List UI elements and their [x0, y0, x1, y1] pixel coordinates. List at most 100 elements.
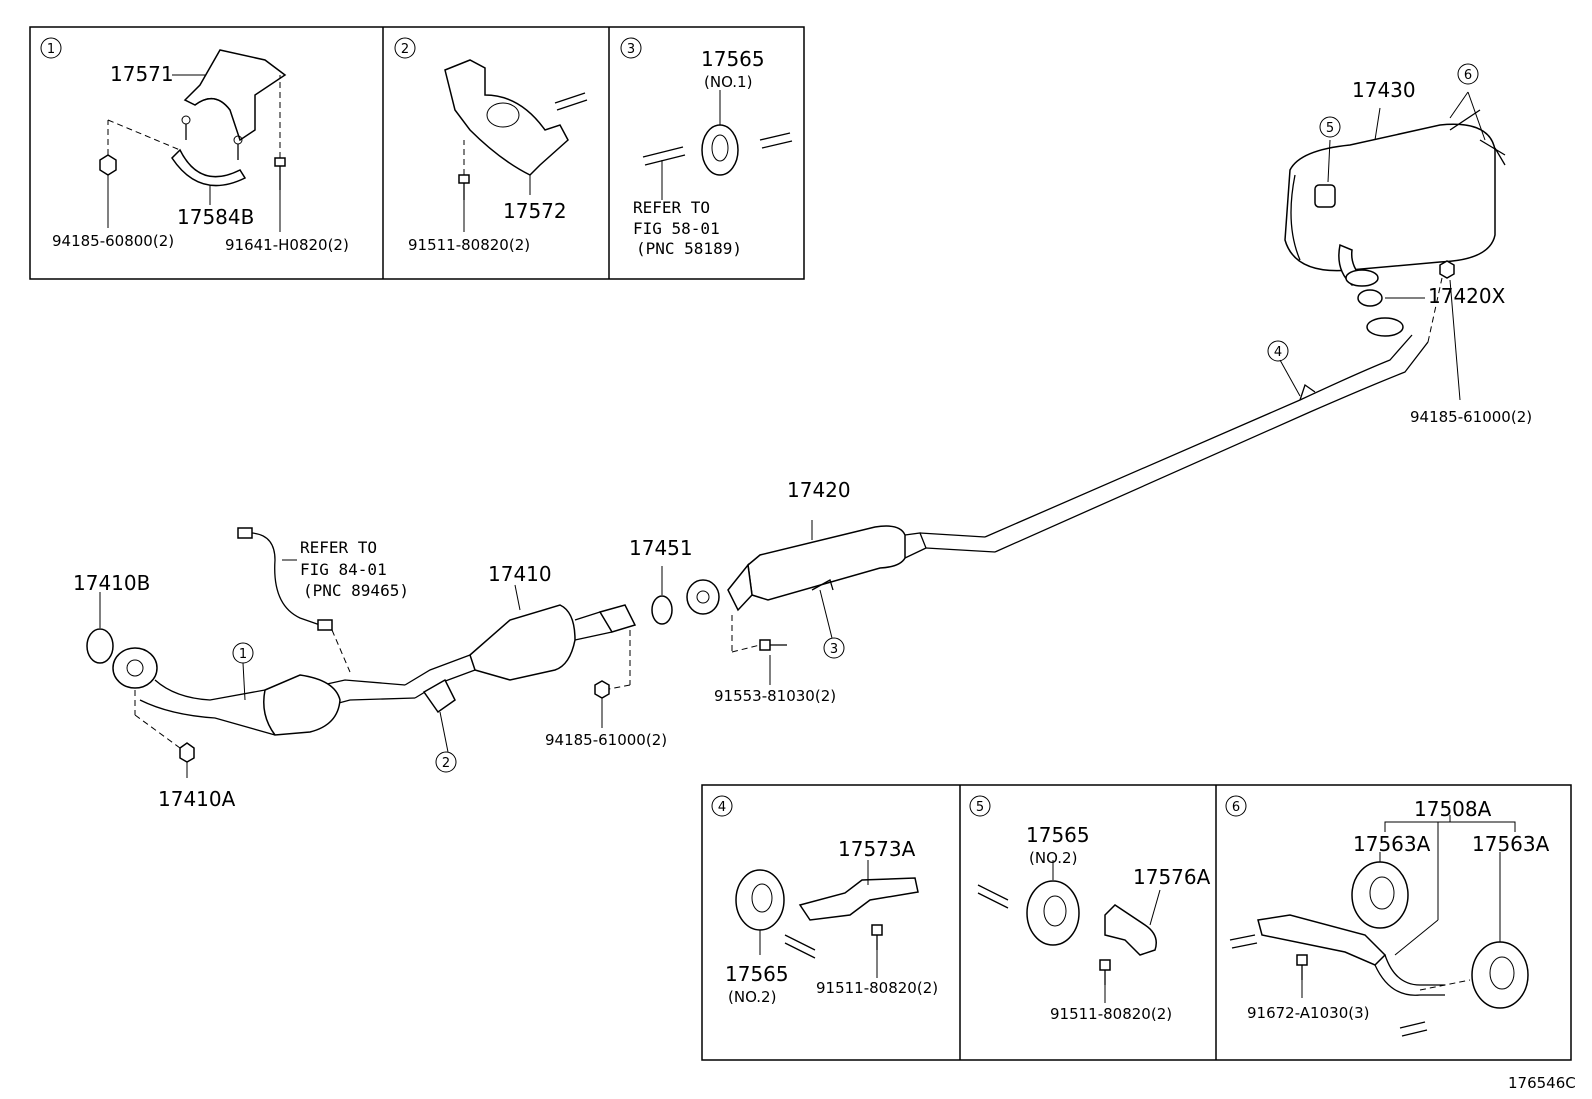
hanger-5 — [1314, 184, 1336, 208]
part-label-17576A: 17576A — [1133, 865, 1211, 889]
inset-frame-top — [29, 26, 805, 280]
clamp-17584B — [171, 148, 247, 187]
part-label-91641-H0820: 91641-H0820(2) — [225, 236, 349, 254]
oxygen-sensor-icon — [317, 619, 333, 631]
callout-label: 6 — [1464, 68, 1472, 83]
part-label-91553-81030: 91553-81030(2) — [714, 687, 836, 705]
catalytic-converter-17410 — [469, 604, 576, 681]
part-label-17420: 17420 — [787, 478, 851, 502]
rubber-mount-17563A-right — [1471, 941, 1529, 1009]
part-label-17563A-left: 17563A — [1353, 832, 1431, 856]
callout-label: 5 — [1326, 121, 1334, 136]
callout-label: 4 — [1274, 345, 1282, 360]
part-label-94185-61000-mid: 94185-61000(2) — [545, 731, 667, 749]
gasket-17420X — [1357, 289, 1383, 307]
ref-fig84-line3: (PNC 89465) — [303, 581, 409, 600]
part-label-91672-A1030: 91672-A1030(3) — [1247, 1004, 1369, 1022]
nut-icon — [99, 154, 117, 176]
part-label-17410B: 17410B — [73, 571, 150, 595]
part-note-no1: (NO.1) — [704, 73, 752, 91]
callout-label: 2 — [442, 756, 450, 771]
inset-box-3: 3 17565 (NO.1) REFER TO FIG 58-01 (PNC 5… — [620, 37, 793, 258]
bolt-icon — [1296, 954, 1308, 966]
flange-17420-front — [686, 579, 720, 615]
callout-label: 1 — [239, 647, 247, 662]
callout-circle-3 — [620, 37, 642, 59]
callout-label: 6 — [1232, 800, 1240, 815]
callout-label: 3 — [830, 642, 838, 657]
part-label-17563A-right: 17563A — [1472, 832, 1550, 856]
callout-circle-2 — [394, 37, 416, 59]
callout-circle-2 — [435, 751, 457, 773]
part-label-17430: 17430 — [1352, 78, 1416, 102]
inset-box-4: 4 17573A 17565 (NO.2) 91511-80820(2) — [711, 795, 938, 1006]
bracket-17572 — [444, 59, 569, 176]
inset-group-top — [29, 26, 805, 280]
inset-box-1: 1 17571 17584B 94185-60800(2) 91641-H082… — [40, 37, 349, 254]
callout-label: 2 — [401, 42, 409, 57]
inset-box-2: 2 17572 91511-80820(2) — [394, 37, 588, 254]
part-label-17572: 17572 — [503, 199, 567, 223]
inset-box-6: 6 17508A 17563A 17563A 91672-A1030(3) — [1225, 795, 1550, 1037]
part-label-17420X: 17420X — [1428, 284, 1506, 308]
diagram-code: 176546C — [1508, 1074, 1576, 1092]
nut-icon — [594, 680, 610, 699]
bracket-17571 — [183, 49, 287, 142]
bracket-17576A — [1104, 904, 1157, 956]
part-label-17565-box4: 17565 — [725, 962, 789, 986]
bolt-icon — [759, 639, 771, 651]
front-converter — [263, 674, 341, 736]
bracket-17573A — [798, 877, 919, 921]
ref-fig84-line1: REFER TO — [300, 538, 377, 557]
part-label-17410: 17410 — [488, 562, 552, 586]
part-label-17451: 17451 — [629, 536, 693, 560]
callout-label: 4 — [718, 800, 726, 815]
bracket-17508A — [1257, 914, 1387, 966]
callout-label: 5 — [976, 800, 984, 815]
part-label-91511-80820: 91511-80820(2) — [408, 236, 530, 254]
rubber-mount-17565-no1 — [701, 124, 739, 176]
callout-circle-4 — [711, 795, 733, 817]
part-label-17584B: 17584B — [177, 205, 254, 229]
bolt-icon — [1099, 959, 1111, 971]
rubber-mount-17565-no2 — [735, 869, 785, 931]
bolt-icon — [274, 157, 286, 167]
part-label-91511-80820-box5: 91511-80820(2) — [1050, 1005, 1172, 1023]
part-label-91511-80820-box4: 91511-80820(2) — [816, 979, 938, 997]
nut-icon — [1439, 260, 1455, 279]
nut-icon — [179, 742, 195, 763]
ref-fig58-line3: (PNC 58189) — [636, 239, 742, 258]
callout-label: 3 — [627, 42, 635, 57]
inset-frame-bottom — [701, 784, 1572, 1061]
rubber-mount-17563A-left — [1351, 861, 1409, 929]
muffler-17430 — [1284, 123, 1496, 272]
callout-label: 1 — [47, 42, 55, 57]
callout-circle-5 — [969, 795, 991, 817]
ref-fig58-line2: FIG 58-01 — [633, 219, 720, 238]
part-label-94185-61000-right: 94185-61000(2) — [1410, 408, 1532, 426]
callout-circle-1 — [232, 642, 254, 664]
gasket-17410B — [86, 628, 114, 664]
gasket-17451 — [651, 595, 673, 625]
part-note-box4: (NO.2) — [728, 988, 776, 1006]
part-label-17571: 17571 — [110, 62, 174, 86]
sub-muffler-17420 — [747, 525, 906, 601]
inset-group-bottom — [701, 784, 1572, 1061]
muffler-assembly: 6 5 17430 17420X — [1284, 63, 1506, 308]
callout-circle-3 — [823, 637, 845, 659]
ref-fig58-line1: REFER TO — [633, 198, 710, 217]
exhaust-line: 4 94185-61000(2) 3 17420 91553-81030(2) … — [73, 260, 1532, 811]
callout-circle-5 — [1319, 116, 1341, 138]
flange-rear — [1366, 317, 1404, 337]
ref-fig84-line2: FIG 84-01 — [300, 560, 387, 579]
part-label-17508A: 17508A — [1414, 797, 1492, 821]
flange-front-pipe — [112, 647, 158, 689]
sensor-connector-icon — [237, 527, 253, 539]
part-note-box5: (NO.2) — [1029, 849, 1077, 867]
rubber-mount-17565-box5 — [1026, 880, 1080, 946]
part-label-17565-no1: 17565 — [701, 47, 765, 71]
part-label-17565-box5: 17565 — [1026, 823, 1090, 847]
callout-circle-1 — [40, 37, 62, 59]
bolt-icon — [458, 174, 470, 184]
